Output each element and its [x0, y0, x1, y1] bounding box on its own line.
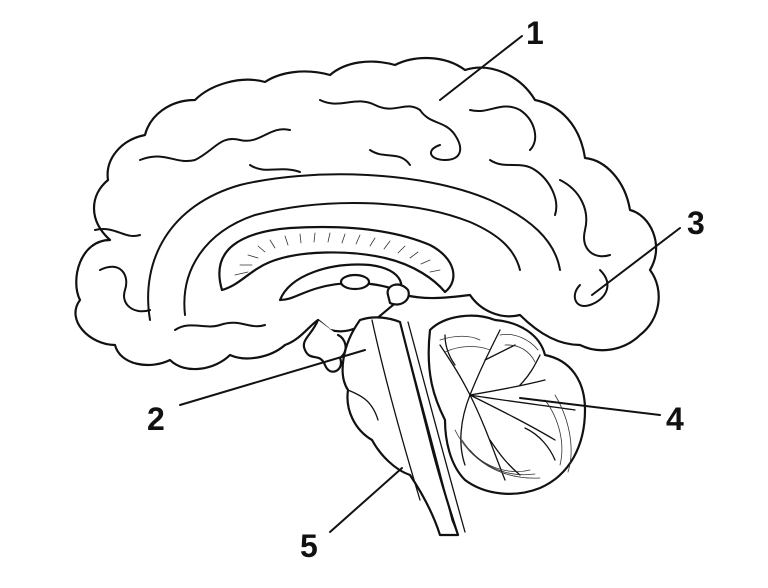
pineal-region — [386, 283, 410, 306]
sulcus-line — [489, 159, 558, 216]
sulcus-line — [99, 265, 151, 313]
sulcus-line — [419, 109, 462, 161]
sulcus-line — [369, 149, 411, 166]
leader-line-3 — [591, 227, 681, 296]
sulcus-line — [139, 128, 291, 162]
label-2: 2 — [147, 401, 165, 437]
corpus-callosum — [218, 225, 455, 294]
sulcus-line — [559, 179, 611, 258]
label-1: 1 — [526, 15, 544, 51]
pons-line — [347, 389, 379, 421]
label-5: 5 — [300, 528, 318, 564]
fourth-ventricle-line — [399, 321, 453, 521]
thalamus-intermediate-mass — [339, 273, 371, 291]
label-4: 4 — [666, 401, 684, 437]
arbor-vitae — [439, 329, 576, 481]
medulla-line — [451, 519, 459, 536]
sulcus-line — [174, 321, 266, 331]
brainstem-line — [371, 319, 421, 501]
callosal-fibers — [234, 232, 441, 276]
sulcus-line — [319, 99, 421, 111]
fourth-ventricle-line — [407, 321, 466, 533]
cingulate-gyrus — [147, 173, 561, 321]
sulcus-line — [249, 164, 301, 173]
leader-line-2 — [179, 349, 366, 406]
cingulate-sulcus — [183, 202, 521, 316]
sulcus-line — [94, 227, 141, 238]
cerebrum-outline — [74, 56, 660, 371]
leader-line-5 — [329, 467, 403, 533]
label-3: 3 — [687, 205, 705, 241]
leader-line-4 — [519, 397, 661, 416]
sulcus-line — [469, 105, 537, 151]
leader-line-1 — [439, 35, 523, 101]
